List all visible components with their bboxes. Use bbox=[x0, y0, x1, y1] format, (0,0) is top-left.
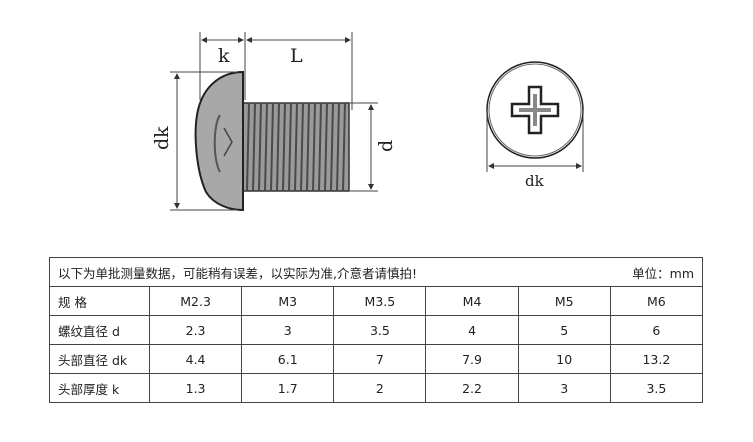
table-cell: M4 bbox=[425, 286, 519, 316]
row-label-head-diameter: 头部直径 dk bbox=[49, 344, 150, 374]
measurement-note: 以下为单批测量数据，可能稍有误差，以实际为准,介意者请慎拍! bbox=[58, 265, 417, 281]
table-cell: M3.5 bbox=[333, 286, 427, 316]
screw-side-view bbox=[194, 70, 350, 212]
table-cell: 2.3 bbox=[148, 315, 243, 345]
label-dk-side: dk bbox=[151, 126, 173, 150]
table-note-cell: 以下为单批测量数据，可能稍有误差，以实际为准,介意者请慎拍! 单位：mm bbox=[49, 257, 703, 287]
table-row: 螺纹直径 d 2.3 3 3.5 4 5 6 bbox=[49, 315, 704, 345]
dimension-lines-side bbox=[170, 32, 378, 211]
table-cell: 1.3 bbox=[148, 373, 243, 403]
label-k: k bbox=[218, 45, 230, 67]
table-note-row: 以下为单批测量数据，可能稍有误差，以实际为准,介意者请慎拍! 单位：mm bbox=[49, 257, 703, 287]
table-cell: 13.2 bbox=[609, 344, 704, 374]
table-cell: 7.9 bbox=[425, 344, 519, 374]
table-row: 规 格 M2.3 M3 M3.5 M4 M5 M6 bbox=[49, 286, 704, 316]
table-cell: 2 bbox=[333, 373, 427, 403]
table-cell: M2.3 bbox=[148, 286, 243, 316]
label-L: L bbox=[290, 45, 303, 67]
screw-top-view bbox=[486, 61, 584, 159]
table-cell: M6 bbox=[609, 286, 704, 316]
table-cell: 6.1 bbox=[241, 344, 335, 374]
table-cell: 10 bbox=[517, 344, 611, 374]
label-dk-top: dk bbox=[525, 172, 545, 190]
table-cell: 4.4 bbox=[148, 344, 243, 374]
spec-table: 以下为单批测量数据，可能稍有误差，以实际为准,介意者请慎拍! 单位：mm 规 格… bbox=[49, 257, 704, 403]
screw-dimension-drawing: k L dk d dk bbox=[151, 32, 584, 212]
table-cell: 5 bbox=[517, 315, 611, 345]
screw-thread bbox=[242, 102, 350, 192]
table-cell: 1.7 bbox=[241, 373, 335, 403]
table-row: 头部直径 dk 4.4 6.1 7 7.9 10 13.2 bbox=[49, 344, 704, 374]
table-cell: M3 bbox=[241, 286, 335, 316]
label-d: d bbox=[375, 140, 397, 152]
row-label-thread-diameter: 螺纹直径 d bbox=[49, 315, 150, 345]
table-cell: 7 bbox=[333, 344, 427, 374]
screw-head bbox=[194, 70, 244, 212]
row-label-spec: 规 格 bbox=[49, 286, 150, 316]
dimension-lines-top bbox=[486, 110, 584, 172]
table-cell: 3.5 bbox=[333, 315, 427, 345]
table-cell: 6 bbox=[609, 315, 704, 345]
table-cell: 3 bbox=[241, 315, 335, 345]
table-row: 头部厚度 k 1.3 1.7 2 2.2 3 3.5 bbox=[49, 373, 704, 403]
table-cell: 2.2 bbox=[425, 373, 519, 403]
row-label-head-thickness: 头部厚度 k bbox=[49, 373, 150, 403]
table-cell: 3 bbox=[517, 373, 611, 403]
unit-label: 单位：mm bbox=[632, 265, 694, 281]
table-cell: M5 bbox=[517, 286, 611, 316]
table-cell: 3.5 bbox=[609, 373, 704, 403]
table-cell: 4 bbox=[425, 315, 519, 345]
